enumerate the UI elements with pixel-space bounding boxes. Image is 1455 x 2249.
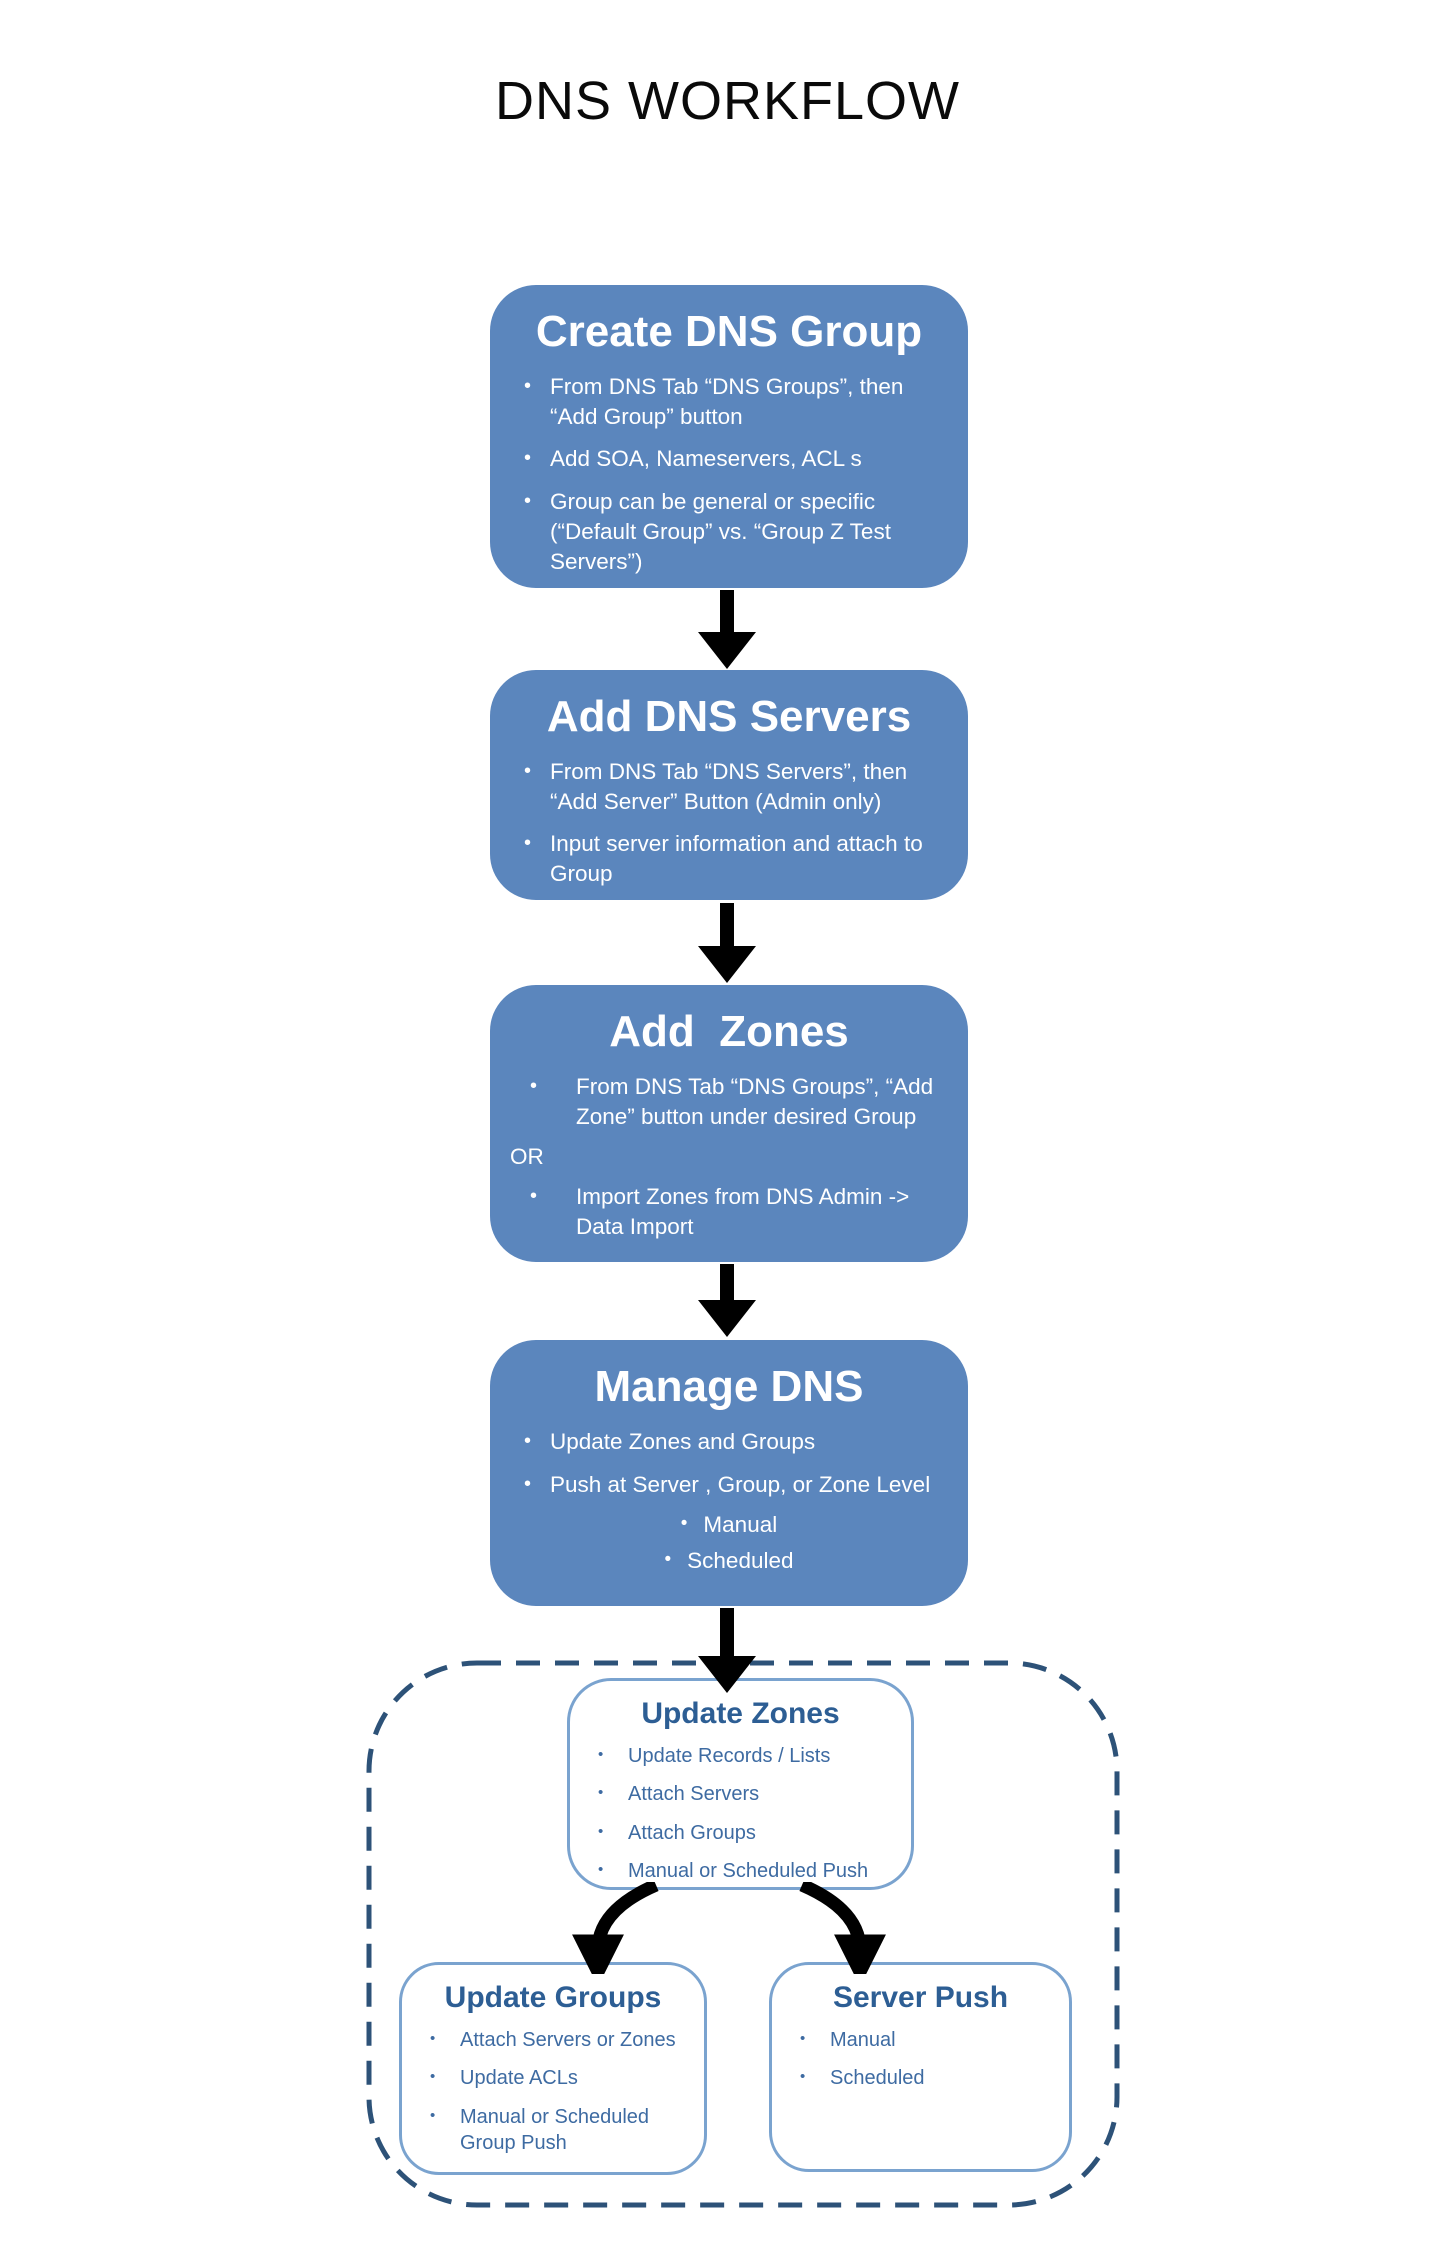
detail-box-update-groups: Update Groups • Attach Servers or Zones …: [399, 1962, 707, 2175]
bullet-item: • Input server information and attach to…: [524, 829, 934, 889]
bullet-dot: •: [430, 2106, 436, 2124]
sub-bullet-item: • Scheduled: [524, 1548, 934, 1574]
bullet-text: From DNS Tab “DNS Servers”, then “Add Se…: [550, 758, 908, 814]
bullet-text: From DNS Tab “DNS Groups”, “Add Zone” bu…: [576, 1073, 934, 1129]
arrow-head: [698, 1300, 756, 1337]
curved-arrow-right: [799, 1882, 886, 1974]
flow-box-create-dns-group: Create DNS Group • From DNS Tab “DNS Gro…: [490, 285, 968, 588]
curved-arrow-left: [572, 1882, 659, 1974]
down-arrow-icon: [698, 1264, 756, 1337]
bullet-item: • Scheduled: [794, 2065, 1047, 2091]
bullet-text: Push at Server , Group, or Zone Level: [550, 1471, 931, 1497]
bullet-dot: •: [524, 759, 532, 782]
bullet-item: • Push at Server , Group, or Zone Level: [524, 1470, 934, 1500]
flow-box-manage-dns: Manage DNS • Update Zones and Groups • P…: [490, 1340, 968, 1606]
sub-bullet-text: Manual: [703, 1512, 778, 1538]
bullet-dot: •: [430, 2030, 436, 2047]
bullet-dot: •: [524, 490, 532, 513]
bullet-text: Attach Servers: [628, 1783, 760, 1806]
bullet-item: • Update Records / Lists: [592, 1743, 889, 1769]
bullet-dot: •: [524, 832, 532, 855]
bullet-dot: •: [680, 1513, 688, 1535]
bullet-text: Group can be general or specific (“Defau…: [550, 489, 891, 575]
arrow-head: [698, 946, 756, 983]
bullet-item: • From DNS Tab “DNS Groups”, “Add Zone” …: [524, 1072, 934, 1132]
flow-box-add-zones: Add Zones • From DNS Tab “DNS Groups”, “…: [490, 985, 968, 1262]
bullet-item: • Update ACLs: [424, 2065, 682, 2091]
bullet-item: • Import Zones from DNS Admin -> Data Im…: [524, 1182, 934, 1242]
dashed-container-border: [366, 1660, 1120, 2208]
flow-box-title: Manage DNS: [594, 1362, 864, 1411]
detail-box-server-push: Server Push • Manual • Scheduled: [769, 1962, 1072, 2172]
bullet-text: From DNS Tab “DNS Groups”, then “Add Gro…: [550, 373, 904, 429]
bullet-dot: •: [598, 1861, 604, 1879]
bullet-dot: •: [598, 1746, 604, 1763]
bullet-text: Import Zones from DNS Admin -> Data Impo…: [576, 1184, 910, 1240]
arrow-stem: [720, 903, 734, 946]
bullet-item: • From DNS Tab “DNS Servers”, then “Add …: [524, 757, 934, 817]
down-arrow-icon: [698, 590, 756, 669]
bullet-dot: •: [530, 1074, 538, 1097]
bullet-text: Add SOA, Nameservers, ACL s: [550, 446, 862, 472]
page-title: DNS WORKFLOW: [495, 71, 960, 131]
down-arrow-icon: [698, 903, 756, 983]
bullet-dot: •: [800, 2030, 806, 2047]
bullet-text: Scheduled: [830, 2067, 925, 2090]
bullet-item: • Add SOA, Nameservers, ACL s: [524, 444, 934, 474]
down-arrow-icon: [698, 1608, 756, 1693]
bullet-text: Manual: [830, 2029, 896, 2051]
bullet-dot: •: [598, 1822, 604, 1840]
bullet-dot: •: [524, 447, 532, 470]
flow-box-title: Create DNS Group: [535, 307, 923, 356]
flow-box-title: Add Zones: [609, 1007, 849, 1056]
detail-box-title: Update Groups: [444, 1981, 662, 2014]
bullet-dot: •: [524, 374, 532, 397]
bullet-text: Update Zones and Groups: [550, 1428, 816, 1454]
flow-box-add-dns-servers: Add DNS Servers • From DNS Tab “DNS Serv…: [490, 670, 968, 900]
arrow-stem: [720, 590, 734, 632]
bullet-dot: •: [430, 2068, 436, 2086]
arrow-head: [698, 1656, 756, 1693]
arrow-head: [698, 632, 756, 669]
bullet-item: • Manual or Scheduled Group Push: [424, 2104, 682, 2157]
bullet-text: Attach Groups: [628, 1821, 756, 1844]
bullet-text: Update Records / Lists: [628, 1745, 831, 1767]
sub-bullet-list: • Manual • Scheduled: [524, 1512, 934, 1574]
curved-arrows: [572, 1882, 886, 1974]
flow-box-title: Add DNS Servers: [546, 692, 912, 741]
bullet-dot: •: [598, 1784, 604, 1802]
bullet-item: • Attach Servers or Zones: [424, 2027, 682, 2053]
sub-bullet-item: • Manual: [524, 1512, 934, 1538]
bullet-item: • Attach Groups: [592, 1820, 889, 1846]
bullet-text: Update ACLs: [460, 2067, 578, 2090]
arrow-stem: [720, 1264, 734, 1300]
bullet-text: Manual or Scheduled Group Push: [460, 2105, 650, 2155]
or-label: OR: [510, 1144, 544, 1170]
bullet-text: Manual or Scheduled Push: [628, 1860, 869, 1883]
bullet-dot: •: [800, 2068, 806, 2086]
bullet-dot: •: [524, 1429, 532, 1452]
bullet-text: Attach Servers or Zones: [460, 2029, 676, 2051]
bullet-dot: •: [664, 1549, 672, 1571]
bullet-item: • Manual: [794, 2027, 1047, 2053]
bullet-item: • Update Zones and Groups: [524, 1427, 934, 1457]
bullet-item: • Group can be general or specific (“Def…: [524, 487, 934, 577]
detail-box-title: Update Zones: [641, 1697, 840, 1730]
arrow-stem: [720, 1608, 734, 1656]
bullet-item: • From DNS Tab “DNS Groups”, then “Add G…: [524, 372, 934, 432]
detail-box-update-zones: Update Zones • Update Records / Lists • …: [567, 1678, 914, 1890]
bullet-dot: •: [524, 1472, 532, 1495]
bullet-text: Input server information and attach to G…: [550, 831, 923, 887]
bullet-item: • Manual or Scheduled Push: [592, 1858, 889, 1884]
bullet-item: • Attach Servers: [592, 1781, 889, 1807]
detail-box-title: Server Push: [832, 1981, 1009, 2014]
sub-bullet-text: Scheduled: [687, 1548, 794, 1574]
bullet-dot: •: [530, 1185, 538, 1208]
